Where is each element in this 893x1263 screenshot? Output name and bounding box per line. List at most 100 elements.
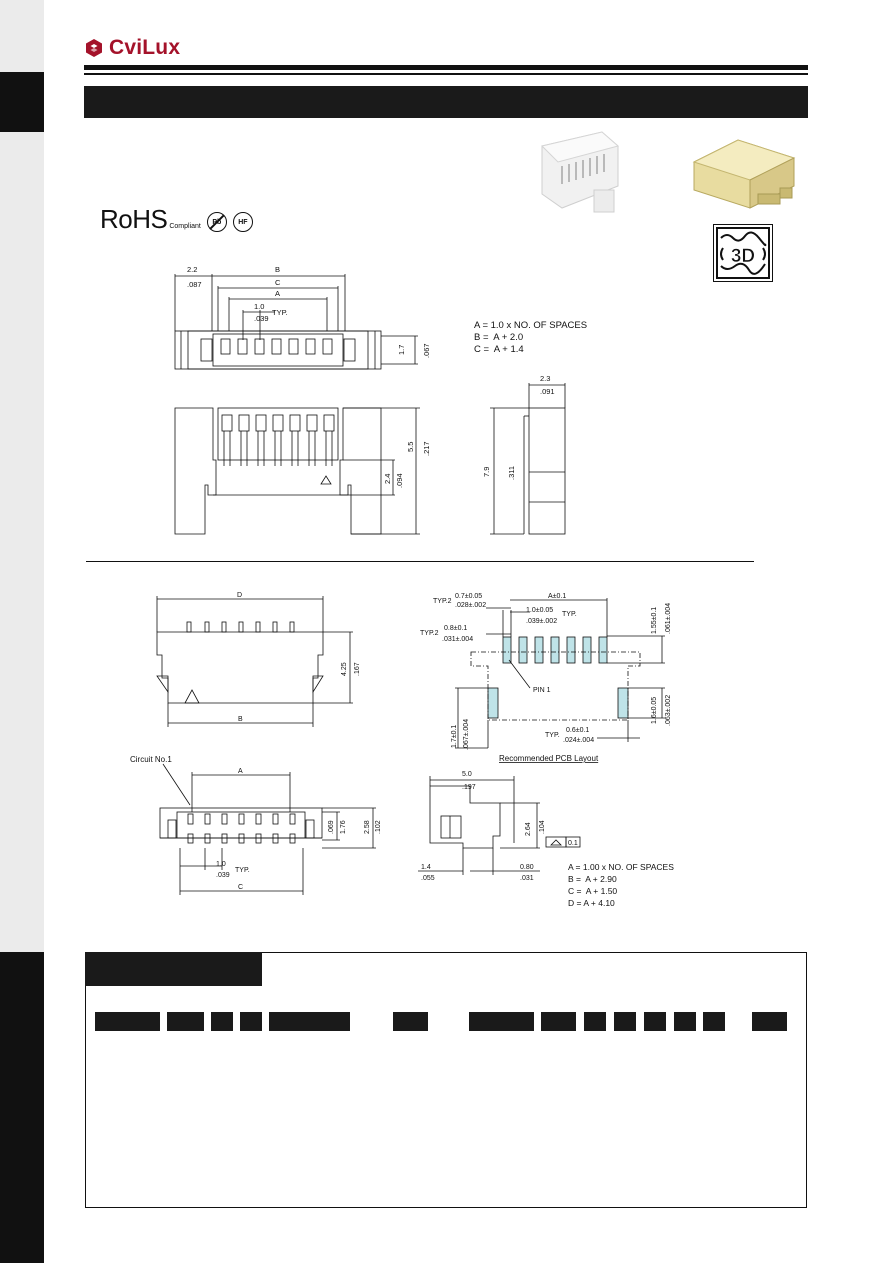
- pcb-0-6: 0.6±0.1: [566, 727, 589, 734]
- pn-block: [240, 1012, 262, 1031]
- pcb-typ-a: TYP.: [562, 611, 577, 618]
- pn-block: [393, 1012, 428, 1031]
- pcb-031: .031±.004: [442, 636, 473, 643]
- top-formula-2: B = A + 2.0: [474, 332, 524, 343]
- dim-069: .069: [328, 820, 335, 834]
- dim-2-4: 2.4: [383, 474, 392, 484]
- dim-1-7: 1.7: [397, 345, 406, 355]
- dim-087: .087: [187, 280, 202, 289]
- side-5-0: 5.0: [462, 771, 472, 778]
- pcb-pin1: PIN 1: [533, 687, 551, 694]
- dim-039-bottom: .039: [216, 872, 230, 879]
- side-1-4: 1.4: [421, 864, 431, 871]
- pcb-039: .039±.002: [526, 618, 557, 625]
- header-rule-thick: [84, 65, 808, 70]
- pcb-1-7: 1.7±0.1: [451, 725, 458, 748]
- side-031: .031: [520, 875, 534, 882]
- bottom-formula-1: A = 1.00 x NO. OF SPACES: [568, 862, 674, 872]
- dim-2-3: 2.3: [540, 374, 550, 383]
- brand-logo: CviLux: [84, 36, 180, 60]
- bottom-formula-4: D = A + 4.10: [568, 898, 615, 908]
- ordering-panel: [85, 952, 807, 1208]
- dim-102: .102: [375, 820, 382, 834]
- pcb-0-7: 0.7±0.05: [455, 593, 482, 600]
- dim-B-bottom: B: [238, 716, 243, 723]
- pn-block: [703, 1012, 725, 1031]
- dim-C-bottom: C: [238, 884, 243, 891]
- 3d-label: 3D: [731, 246, 755, 267]
- side-104: .104: [539, 820, 546, 834]
- pn-block: [674, 1012, 696, 1031]
- pn-block: [541, 1012, 576, 1031]
- pcb-typ-b: TYP.: [545, 732, 560, 739]
- side-2-64: 2.64: [525, 822, 532, 836]
- pcb-1-0: 1.0±0.05: [526, 607, 553, 614]
- pn-block: [269, 1012, 350, 1031]
- side-tab-top: [0, 72, 44, 132]
- product-photo-white: [541, 131, 620, 213]
- rohs-compliant-label: Compliant: [169, 223, 201, 230]
- dim-A: A: [275, 289, 280, 298]
- side-055: .055: [421, 875, 435, 882]
- product-photo-tan: [692, 139, 796, 209]
- pn-block: [584, 1012, 606, 1031]
- header-rule-thin: [84, 73, 808, 75]
- title-bar: [84, 86, 808, 118]
- dim-2-2: 2.2: [187, 265, 197, 274]
- halogen-free-icon: HF: [232, 212, 253, 232]
- cvilux-logo-icon: [86, 39, 102, 57]
- pcb-067: .067±.004: [463, 719, 470, 750]
- pcb-A-tol: A±0.1: [548, 593, 566, 600]
- bottom-formula-2: B = A + 2.90: [568, 874, 617, 884]
- dim-typ-bottom: TYP.: [235, 867, 250, 874]
- brand-name: CviLux: [109, 36, 181, 59]
- dim-1-0: 1.0: [254, 302, 264, 311]
- pcb-1-6: 1.6±0.05: [651, 697, 658, 724]
- dim-typ: TYP.: [272, 308, 288, 317]
- pcb-1-55: 1.55±0.1: [651, 607, 658, 634]
- dim-C: C: [275, 278, 281, 287]
- dim-067: .067: [422, 343, 431, 358]
- dim-7-9: 7.9: [482, 467, 491, 477]
- rohs-mark: RoHS Compliant Pb HF: [100, 206, 253, 232]
- dim-039: .039: [254, 314, 269, 323]
- pn-block: [752, 1012, 787, 1031]
- pcb-typ2-a: TYP.2: [433, 598, 452, 605]
- rohs-label: RoHS: [100, 204, 168, 234]
- pn-block: [644, 1012, 666, 1031]
- side-197: .197: [462, 784, 476, 791]
- side-flatness: 0.1: [568, 840, 578, 847]
- circuit-no1-label: Circuit No.1: [130, 755, 172, 764]
- 3d-model-icon: 3D: [713, 224, 773, 282]
- side-0-80: 0.80: [520, 864, 534, 871]
- pcb-0-8: 0.8±0.1: [444, 625, 467, 632]
- top-formula-1: A = 1.0 x NO. OF SPACES: [474, 320, 588, 331]
- top-drawing: 2.2 .087 B C A 1.0 .039 TYP. 1.7 .067 5.…: [174, 265, 566, 535]
- side-tab-bottom: [0, 952, 44, 1263]
- dim-4-25: 4.25: [341, 662, 348, 676]
- dim-D: D: [237, 592, 242, 599]
- dim-167: .167: [354, 662, 361, 676]
- pcb-061: .061±.004: [665, 603, 672, 634]
- dim-091: .091: [540, 387, 555, 396]
- dim-2-58: 2.58: [364, 820, 371, 834]
- bottom-drawing: D 4.25 .167 B A Circuit No.1 .069 1.76 2…: [130, 592, 672, 895]
- bottom-formula-3: C = A + 1.50: [568, 886, 618, 896]
- pn-block: [614, 1012, 636, 1031]
- pcb-typ2-b: TYP.2: [420, 630, 439, 637]
- pn-block: [469, 1012, 534, 1031]
- top-formula-3: C = A + 1.4: [474, 344, 524, 355]
- pn-block: [167, 1012, 204, 1031]
- dim-311: .311: [507, 466, 516, 480]
- pcb-layout-title: Recommended PCB Layout: [499, 754, 599, 763]
- ordering-panel-header: [85, 952, 262, 986]
- dim-217: .217: [422, 441, 431, 456]
- pcb-028: .028±.002: [455, 602, 486, 609]
- dim-1-76: 1.76: [340, 820, 347, 834]
- pn-block: [211, 1012, 233, 1031]
- lead-free-icon: Pb: [206, 212, 227, 232]
- dim-1-0-bottom: 1.0: [216, 861, 226, 868]
- dim-B: B: [275, 265, 280, 274]
- dim-094: .094: [395, 473, 404, 488]
- dim-A-bottom: A: [238, 768, 243, 775]
